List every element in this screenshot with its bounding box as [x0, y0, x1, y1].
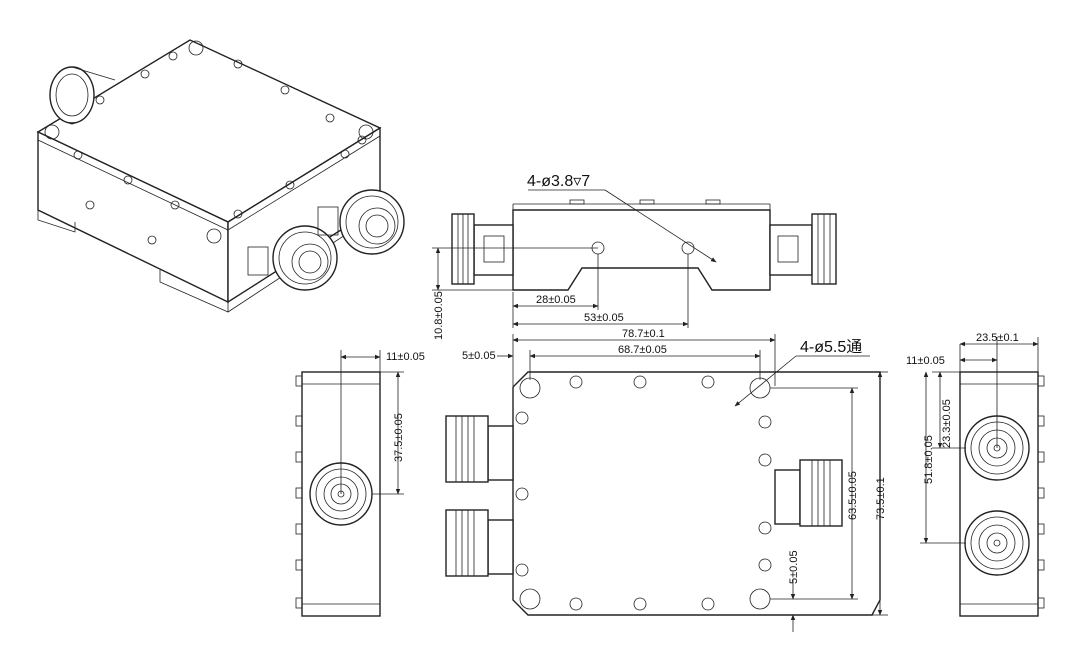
iso-connector-front-1: [247, 225, 338, 291]
front-view: 4-ø3.8▿7 28±0.05 53±0.05 10.8±0.05: [432, 173, 837, 340]
dim-73-5: 73.5±0.1: [875, 477, 887, 520]
iso-connector-front-2: [317, 189, 405, 255]
top-hole-bl: [519, 588, 541, 610]
dim-10-8: 10.8±0.05: [433, 291, 445, 340]
right-dim-23-5: 23.5±0.1: [976, 332, 1019, 344]
right-side-view: 23.5±0.1 11±0.05 23.3±0.05 51.8±0.05: [906, 332, 1045, 617]
right-dim-23-3: 23.3±0.05: [941, 399, 953, 448]
top-connector-left-1: [445, 415, 514, 483]
top-connector-left-2: [445, 509, 514, 577]
callout-thru-hole: 4-ø5.5通: [800, 338, 862, 356]
right-side-screws: [1037, 375, 1045, 609]
dim-63-5: 63.5±0.05: [847, 471, 859, 520]
top-screws: [515, 375, 772, 611]
front-connector-left: [451, 213, 514, 285]
front-body: [512, 209, 771, 291]
right-dim-11: 11±0.05: [906, 355, 945, 367]
top-view: 78.7±0.1 68.7±0.05 5±0.05 4-ø5.5通 63.5±0…: [445, 328, 888, 632]
left-side-screws: [295, 375, 303, 609]
left-dim-37-5: 37.5±0.05: [393, 413, 405, 462]
iso-connector-back: [49, 66, 116, 124]
dim-5-bottom: 5±0.05: [788, 550, 800, 584]
dim-68-7: 68.7±0.05: [618, 344, 667, 356]
isometric-view: [36, 39, 405, 313]
dim-53: 53±0.05: [584, 312, 624, 324]
dim-78-7: 78.7±0.1: [622, 328, 665, 340]
right-dim-51-8: 51.8±0.05: [923, 435, 935, 484]
dim-5-left: 5±0.05: [462, 350, 496, 362]
dim-28: 28±0.05: [536, 294, 576, 306]
right-side-connector-2: [964, 510, 1030, 576]
left-dim-11: 11±0.05: [386, 351, 425, 363]
front-connector-right: [769, 213, 837, 285]
right-side-body: [959, 371, 1039, 617]
top-connector-right: [774, 459, 843, 527]
left-side-view: 11±0.05 37.5±0.05: [295, 350, 425, 617]
callout-side-hole: 4-ø3.8▿7: [527, 173, 590, 190]
